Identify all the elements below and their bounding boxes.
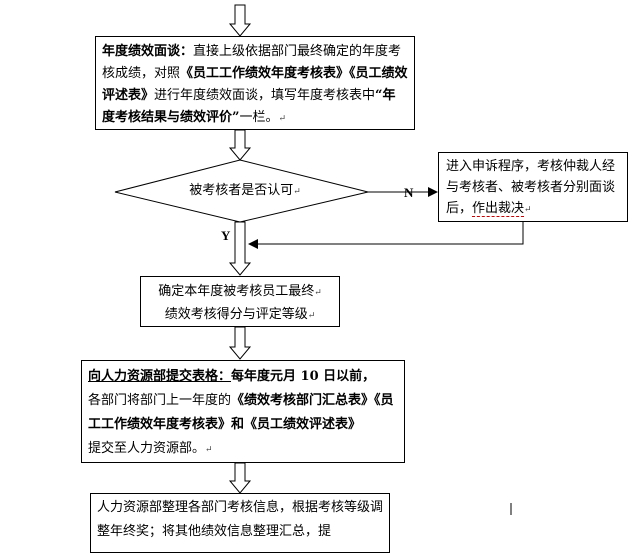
submit-and: 和 bbox=[231, 417, 245, 432]
submit-text1: 各部门将部门上一年度的 bbox=[88, 393, 232, 408]
confirm-step-box: 确定本年度被考核员工最终↵ 绩效考核得分与评定等级↵ bbox=[140, 276, 340, 327]
yes-label: Y bbox=[221, 228, 231, 243]
paragraph-mark: ↵ bbox=[524, 205, 532, 215]
submit-step-lead: 向人力资源部提交表格： bbox=[88, 369, 232, 384]
confirm-line-1: 确定本年度被考核员工最终↵ bbox=[145, 281, 335, 304]
confirm-text-2: 绩效考核得分与评定等级 bbox=[164, 307, 308, 322]
block-arrow-to-submit bbox=[228, 326, 252, 360]
dept-summary-form-ref: 《绩效考核部门汇总表》 bbox=[231, 393, 375, 408]
confirm-line-2: 绩效考核得分与评定等级↵ bbox=[145, 304, 335, 327]
submit-deadline: 每年度元月 10 日以前， bbox=[231, 369, 376, 384]
appeal-text: 进入申诉程序，考核仲裁人经与考核者、被考核者分别面谈后， bbox=[446, 159, 616, 216]
paragraph-mark: ↵ bbox=[205, 445, 213, 455]
paragraph-mark: ↵ bbox=[307, 311, 316, 321]
interview-step-lead: 年度绩效面谈： bbox=[102, 44, 194, 59]
paragraph-mark: ↵ bbox=[278, 114, 287, 124]
submit-step-box: 向人力资源部提交表格：每年度元月 10 日以前， 各部门将部门上一年度的《绩效考核… bbox=[81, 360, 405, 463]
interview-step-text2: 进行年度绩效面谈，填写年度考核表中 bbox=[154, 88, 376, 103]
flowchart-canvas bbox=[114, 4, 524, 515]
decision-label: 被考核者是否认可↵ bbox=[170, 183, 320, 200]
review-form-ref: 《员工绩效评述表》 bbox=[244, 417, 362, 432]
block-arrow-top bbox=[228, 4, 252, 37]
form-appraisal-ref: 《员工工作绩效年度考核表》 bbox=[180, 66, 350, 81]
paragraph-mark: ↵ bbox=[293, 187, 301, 197]
confirm-text-1: 确定本年度被考核员工最终 bbox=[158, 284, 315, 299]
decision-text: 被考核者是否认可 bbox=[189, 183, 294, 198]
appeal-return-line bbox=[248, 222, 524, 249]
interview-step-text1: 直接上级依据部门最终确定的年度考核成绩，对照 bbox=[102, 44, 402, 81]
form-review-ref: 《员工绩效评述表》 bbox=[102, 66, 408, 103]
appeal-step-box: 进入申诉程序，考核仲裁人经与考核者、被考核者分别面谈后，作出裁决↵ bbox=[438, 152, 628, 222]
hr-step-text: 人力资源部整理各部门考核信息，根据考核等级调整年终奖；将其他绩效信息整理汇总，提 bbox=[97, 500, 384, 539]
block-arrow-yes bbox=[228, 221, 252, 276]
block-arrow-to-decision bbox=[228, 129, 252, 161]
interview-step-text3: 一栏。 bbox=[239, 110, 279, 125]
no-label: N bbox=[404, 185, 414, 200]
result-column-ref: “年度考核结果与绩效评价” bbox=[102, 88, 396, 125]
submit-text2: 提交至人力资源部。 bbox=[88, 441, 206, 456]
block-arrow-to-hr bbox=[228, 462, 252, 494]
interview-step-box: 年度绩效面谈：直接上级依据部门最终确定的年度考核成绩，对照《员工工作绩效年度考核… bbox=[95, 36, 415, 130]
appeal-ruling-text: 作出裁决 bbox=[472, 201, 525, 217]
paragraph-mark: ↵ bbox=[314, 288, 322, 298]
decision-diamond bbox=[114, 159, 369, 223]
annual-appraisal-form-ref: 《员工工作绩效年度考核表》 bbox=[88, 393, 394, 432]
hr-step-box: 人力资源部整理各部门考核信息，根据考核等级调整年终奖；将其他绩效信息整理汇总，提 bbox=[90, 493, 390, 553]
